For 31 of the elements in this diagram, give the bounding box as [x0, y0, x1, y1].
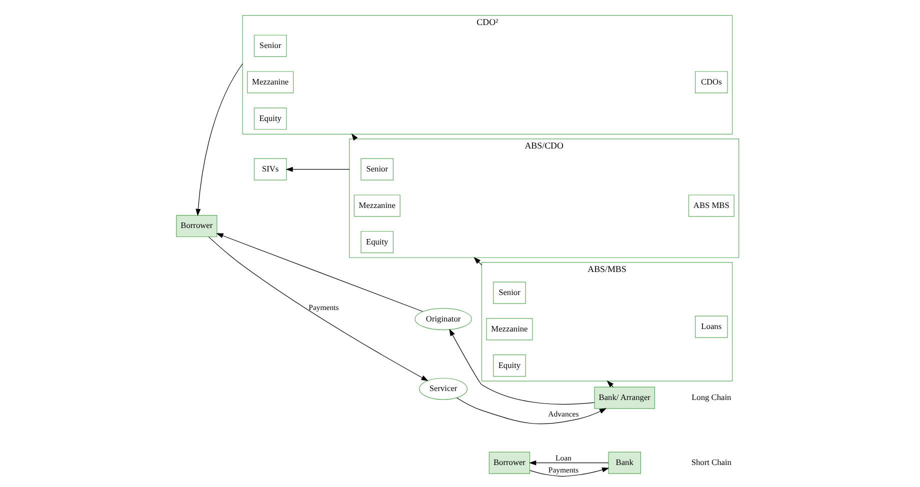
arrow [449, 328, 595, 405]
node-box: Mezzanine [247, 71, 294, 94]
node-box: Senior [493, 282, 526, 304]
node-box: Equity [360, 231, 394, 254]
arrow [606, 380, 614, 388]
node-box: Equity [493, 354, 526, 377]
arrow [456, 398, 607, 424]
node-box: ABS MBS [688, 194, 734, 217]
node-box: Mezzanine [354, 194, 400, 217]
node-box: Bank [608, 452, 642, 474]
arrow [474, 256, 482, 266]
node-box: Borrower [176, 214, 218, 238]
arrow [216, 233, 424, 312]
node-box: Senior [360, 158, 394, 180]
node-box: Equity [254, 108, 287, 130]
arrow [528, 460, 609, 466]
arrow [530, 467, 610, 477]
node-box: Senior [254, 34, 287, 57]
node-box: Mezzanine [486, 318, 533, 340]
arrow [208, 236, 428, 382]
node-ellipse: Servicer [419, 378, 468, 400]
node-box: Borrower [488, 452, 530, 474]
arrow [196, 63, 243, 216]
label: Long Chain [692, 393, 732, 402]
label: Short Chain [691, 458, 732, 468]
node-box: Bank/ Arranger [594, 386, 656, 409]
arrow [286, 166, 350, 172]
node-box: Loans [695, 316, 728, 338]
node-box: CDOs [695, 71, 728, 94]
node-ellipse: Originator [414, 308, 472, 330]
node-box: SIVs [254, 158, 287, 180]
